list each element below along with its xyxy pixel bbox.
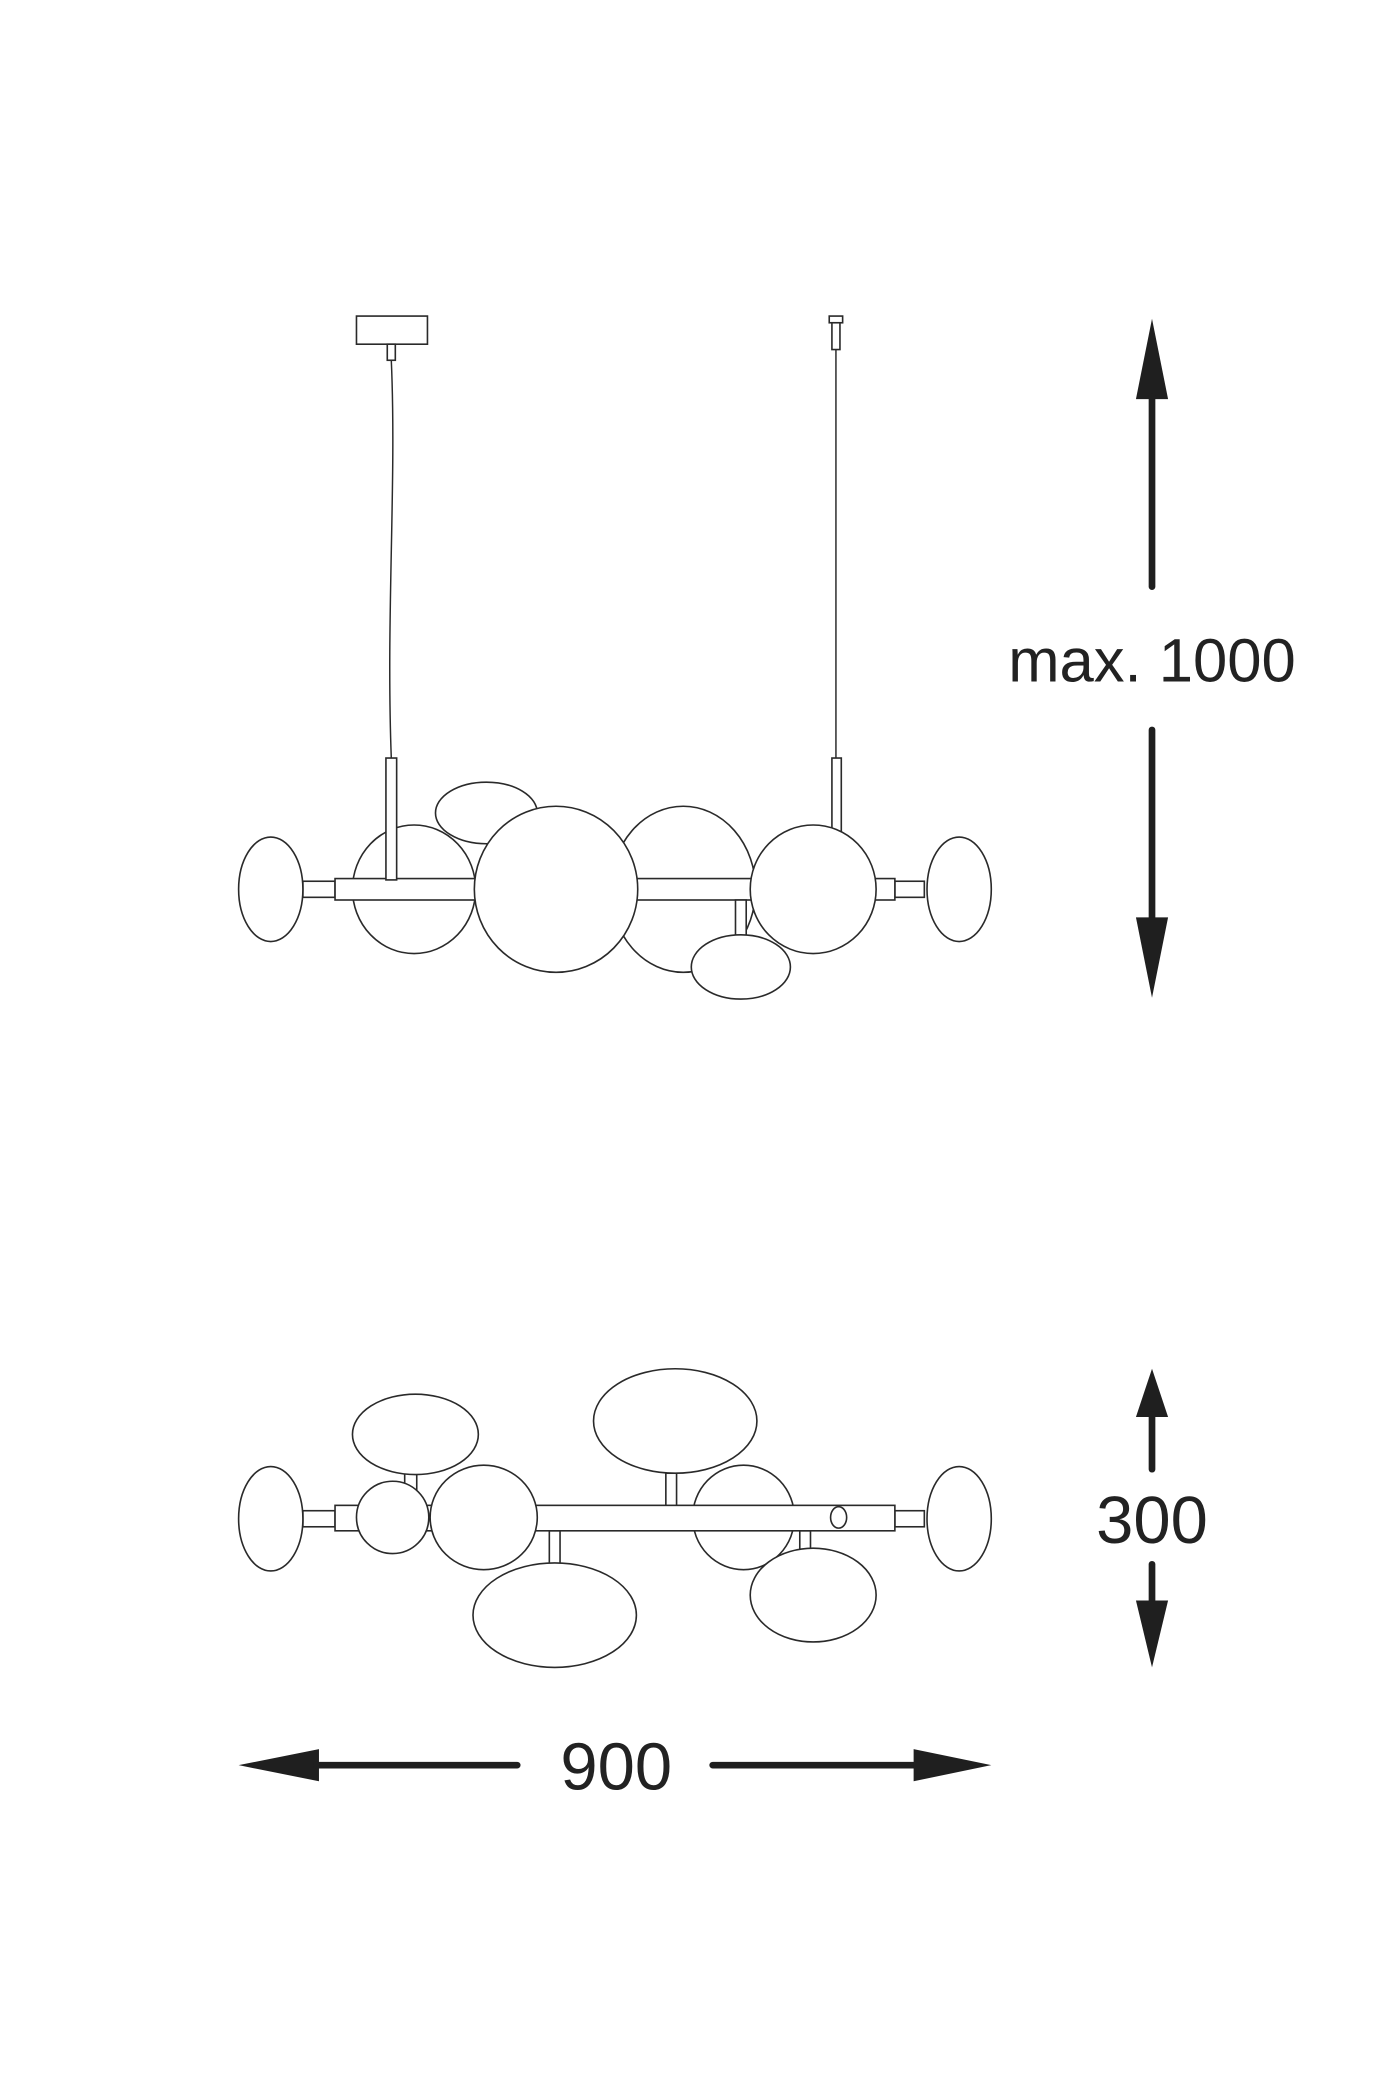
suspension-hole [829, 1505, 848, 1529]
right-arm [894, 880, 926, 899]
arrow-down-icon [1135, 1600, 1169, 1668]
width-dimension: 900 [238, 1729, 992, 1804]
right-anchor [831, 321, 841, 351]
globe-bottom-right [749, 1547, 877, 1643]
globe-top-center [592, 1367, 758, 1475]
height-label: max. 1000 [1008, 627, 1296, 696]
globe-end-right-top [926, 1465, 993, 1572]
arrow-right-icon [913, 1749, 992, 1782]
right-anchor-cap [828, 315, 844, 324]
width-label: 900 [560, 1729, 672, 1804]
left-arm-top [302, 1509, 336, 1528]
lower-globe-stem [734, 899, 748, 939]
side-view-lamp [237, 315, 993, 1000]
stem-top-center [665, 1472, 678, 1508]
globe-lower-small [690, 934, 792, 1000]
globe-end-right [926, 836, 993, 943]
globe-middle-left [429, 1464, 539, 1571]
stem-bottom-center [548, 1529, 561, 1566]
left-arm [302, 880, 336, 899]
arrow-left-icon [238, 1749, 319, 1782]
right-hanger-tube [831, 757, 843, 833]
top-view-lamp [237, 1367, 993, 1669]
ceiling-canopy [355, 315, 429, 345]
globe-center-large [473, 805, 639, 974]
arrow-up-icon [1135, 1368, 1169, 1417]
globe-end-left [237, 836, 304, 943]
canopy-stem [386, 343, 397, 362]
left-hanger-tube [385, 757, 398, 881]
globe-bottom-center [472, 1562, 638, 1669]
depth-label: 300 [1096, 1483, 1208, 1558]
globe-top-left [351, 1393, 480, 1476]
arrow-down-icon [1135, 917, 1169, 998]
height-dimension: max. 1000 [1008, 318, 1296, 998]
arrow-up-icon [1135, 318, 1169, 400]
globe-small-left [355, 1480, 430, 1555]
right-arm-top [894, 1509, 926, 1528]
globe-end-left-top [237, 1465, 304, 1572]
depth-dimension: 300 [1096, 1368, 1208, 1668]
globe-front-right [749, 824, 877, 955]
left-suspension-wire [389, 360, 394, 759]
